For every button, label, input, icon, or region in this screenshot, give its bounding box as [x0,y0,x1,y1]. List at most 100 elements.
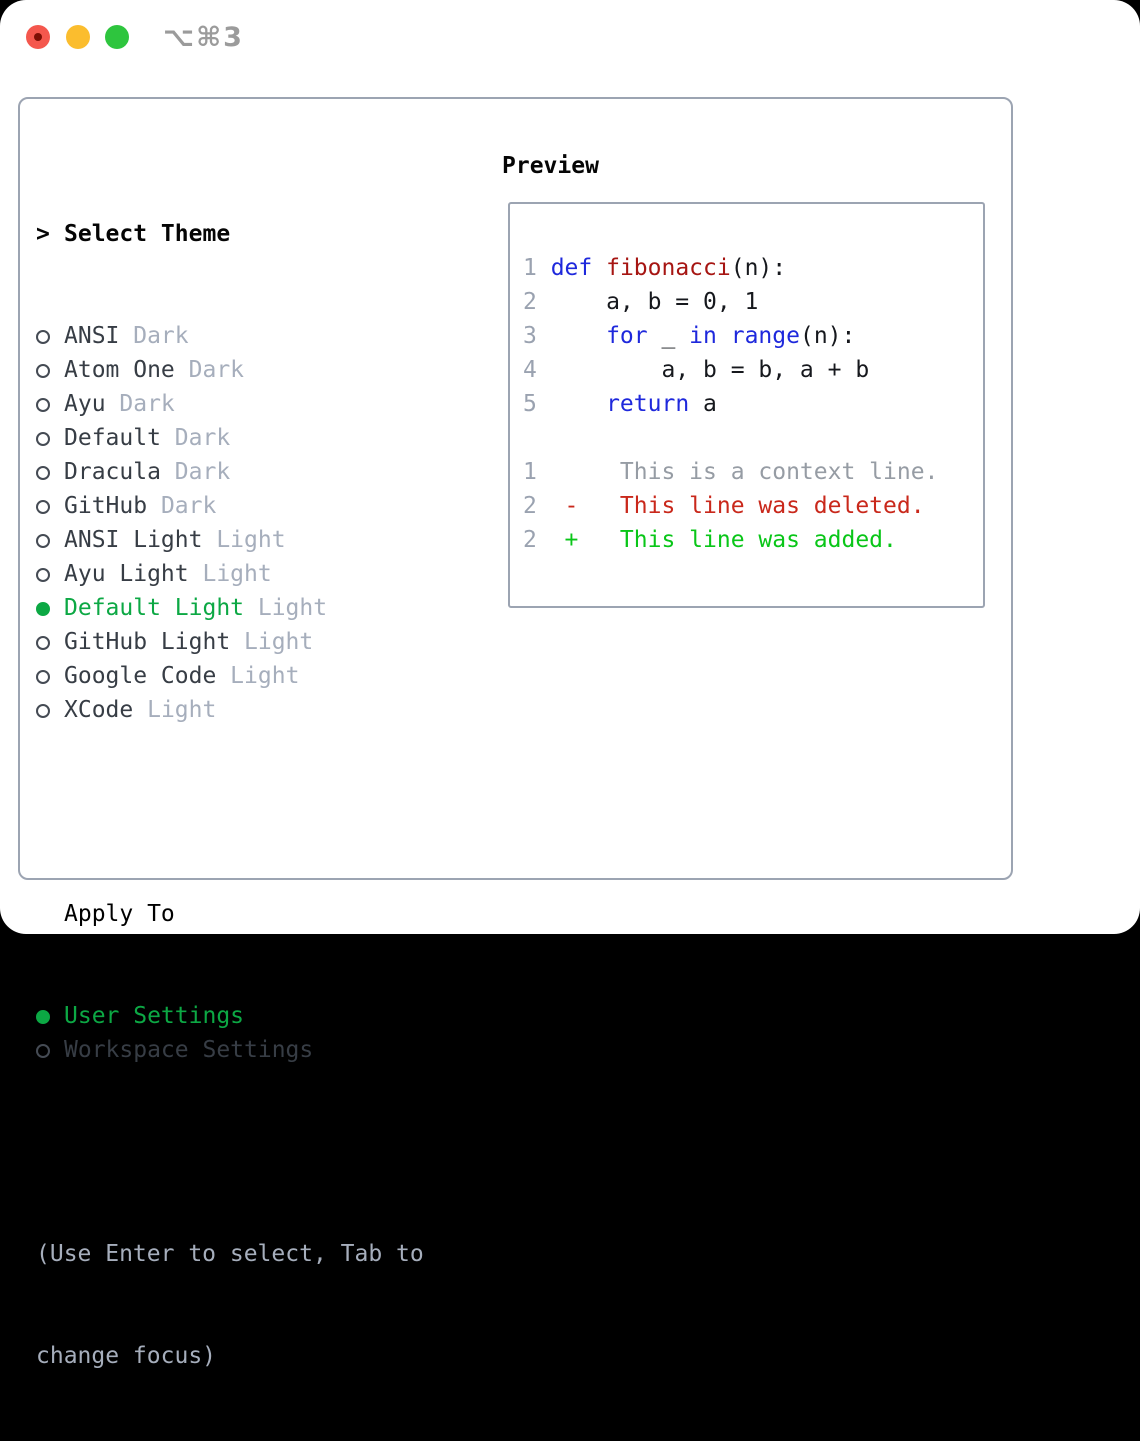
line-number: 2 [523,289,537,315]
radio-unselected-icon [36,489,64,523]
code-line: 1 def fibonacci(n): [523,251,983,285]
theme-name: Default [64,425,161,451]
line-number: 1 [523,459,537,485]
theme-name: XCode [64,697,134,723]
apply-option-label: User Settings [64,1003,245,1029]
theme-option-atom-one-dark[interactable]: Atom One Dark [36,353,486,387]
token-plain [551,391,606,417]
token-kw: def [550,255,593,281]
theme-option-default-light-light[interactable]: Default Light Light [36,591,486,625]
theme-variant: Dark [147,493,217,519]
focus-caret-icon: > [36,221,50,247]
token-plain: a [689,391,717,417]
token-added: + This line was added. [550,527,897,553]
token-plain: _ [647,323,690,349]
token-plain [592,255,606,281]
radio-unselected-icon [36,625,64,659]
theme-option-github-light-light[interactable]: GitHub Light Light [36,625,486,659]
close-dot-icon [34,33,42,41]
code-line [523,421,983,455]
theme-variant: Dark [160,459,231,485]
code-line: 1 This is a context line. [523,455,983,489]
line-number: 3 [523,323,537,349]
help-text-line-2: change focus) [36,1343,217,1369]
line-number: 4 [523,357,537,383]
zoom-button[interactable] [105,25,129,49]
theme-option-dracula-dark[interactable]: Dracula Dark [36,455,486,489]
token-plain: (n): [730,255,787,281]
theme-name: ANSI Light [64,527,203,553]
theme-option-google-code-light[interactable]: Google Code Light [36,659,486,693]
apply-to-header: Apply To [36,897,486,931]
radio-unselected-icon [36,523,64,557]
apply-option-user-settings[interactable]: User Settings [36,999,486,1033]
window-title: ⌥⌘3 [163,22,244,53]
theme-option-default-dark[interactable]: Default Dark [36,421,486,455]
radio-unselected-icon [36,659,64,693]
preview-title: Preview [502,153,599,179]
theme-name: Google Code [64,663,217,689]
code-line: 4 a, b = b, a + b [523,353,983,387]
select-theme-title: Select Theme [64,221,231,247]
token-fn: fibonacci [606,255,731,281]
theme-variant: Dark [119,323,189,349]
line-number: 5 [523,391,537,417]
apply-option-workspace-settings[interactable]: Workspace Settings [36,1033,486,1067]
theme-variant: Light [244,595,328,621]
theme-option-github-dark[interactable]: GitHub Dark [36,489,486,523]
theme-variant: Light [230,629,314,655]
token-context: This is a context line. [550,459,939,485]
radio-unselected-icon [36,1033,64,1067]
theme-variant: Light [216,663,300,689]
theme-variant: Dark [105,391,175,417]
theme-name: Default Light [64,595,245,621]
theme-name: Dracula [64,459,161,485]
radio-unselected-icon [36,421,64,455]
radio-unselected-icon [36,319,64,353]
theme-name: GitHub [64,493,148,519]
theme-variant: Light [133,697,217,723]
apply-option-label: Workspace Settings [64,1037,314,1063]
theme-option-ansi-dark[interactable]: ANSI Dark [36,319,486,353]
select-theme-header: > Select Theme [36,217,486,251]
line-number: 2 [523,527,537,553]
spacer [36,1135,486,1169]
spacer [36,795,486,829]
theme-variant: Dark [160,425,231,451]
code-line: 2 - This line was deleted. [523,489,983,523]
theme-option-ansi-light-light[interactable]: ANSI Light Light [36,523,486,557]
token-kw: for [606,323,648,349]
radio-selected-icon [36,999,64,1033]
theme-option-ayu-light-light[interactable]: Ayu Light Light [36,557,486,591]
theme-name: Ayu [64,391,106,417]
apply-to-title: Apply To [64,901,175,927]
radio-selected-icon [36,591,64,625]
line-number: 1 [523,255,537,281]
token-plain: (n): [799,323,856,349]
theme-name: ANSI [64,323,120,349]
token-plain: a, b = b, a + b [550,357,870,383]
help-text-line-1: (Use Enter to select, Tab to [36,1241,424,1267]
theme-option-xcode-light[interactable]: XCode Light [36,693,486,727]
theme-name: Ayu Light [64,561,189,587]
token-kw: return [606,391,690,417]
code-line: 2 + This line was added. [523,523,983,557]
token-kw: in [689,323,717,349]
radio-unselected-icon [36,353,64,387]
token-plain [717,323,731,349]
code-line: 3 for _ in range(n): [523,319,983,353]
close-button[interactable] [26,25,50,49]
minimize-button[interactable] [66,25,90,49]
theme-option-ayu-dark[interactable]: Ayu Dark [36,387,486,421]
token-plain [551,323,606,349]
line-number: 2 [523,493,537,519]
code-line: 5 return a [523,387,983,421]
token-plain: a, b = 0, 1 [550,289,759,315]
radio-unselected-icon [36,557,64,591]
